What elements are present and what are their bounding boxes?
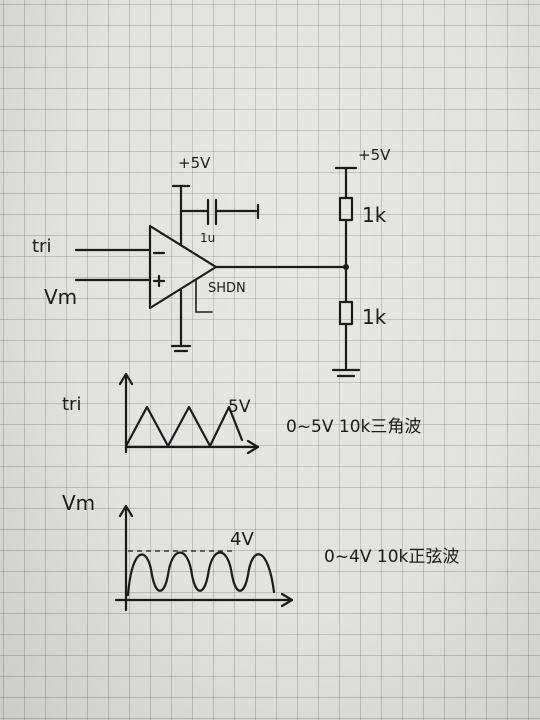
resistor-bottom-label: 1k bbox=[362, 305, 387, 329]
opamp-supply-label: +5V bbox=[178, 154, 211, 172]
tri-peak-label: 5V bbox=[228, 397, 251, 417]
vm-peak-label: 4V bbox=[230, 529, 254, 550]
opamp-symbol bbox=[148, 224, 218, 310]
vm-description: 0~4V 10k正弦波 bbox=[324, 547, 459, 567]
opamp-circuit bbox=[74, 184, 349, 353]
tri-y-label: tri bbox=[62, 394, 81, 415]
resistor-bottom bbox=[338, 300, 354, 326]
vm-x-arrow bbox=[280, 592, 294, 608]
shdn-pin bbox=[195, 279, 213, 313]
tri-description: 0~5V 10k三角波 bbox=[286, 417, 421, 437]
vm-plot: Vm 4V 0~4V 10k正弦波 bbox=[62, 491, 459, 612]
tri-y-arrow bbox=[118, 372, 134, 386]
opamp-pin-label: SHDN bbox=[208, 281, 246, 296]
vm-waveform bbox=[126, 551, 276, 597]
vm-y-label: Vm bbox=[62, 491, 95, 515]
input-tri-label: tri bbox=[32, 236, 51, 257]
divider-supply-label: +5V bbox=[358, 146, 391, 164]
resistor-top-label: 1k bbox=[362, 203, 387, 227]
vm-y-arrow bbox=[118, 504, 134, 518]
tri-waveform bbox=[124, 405, 244, 448]
input-vm-label: Vm bbox=[44, 285, 77, 309]
tri-x-arrow bbox=[246, 439, 260, 455]
voltage-divider bbox=[331, 166, 361, 378]
tri-plot: tri 5V 0~5V 10k三角波 bbox=[62, 372, 421, 455]
resistor-top bbox=[338, 196, 354, 222]
cap-value-label: 1u bbox=[200, 231, 215, 245]
